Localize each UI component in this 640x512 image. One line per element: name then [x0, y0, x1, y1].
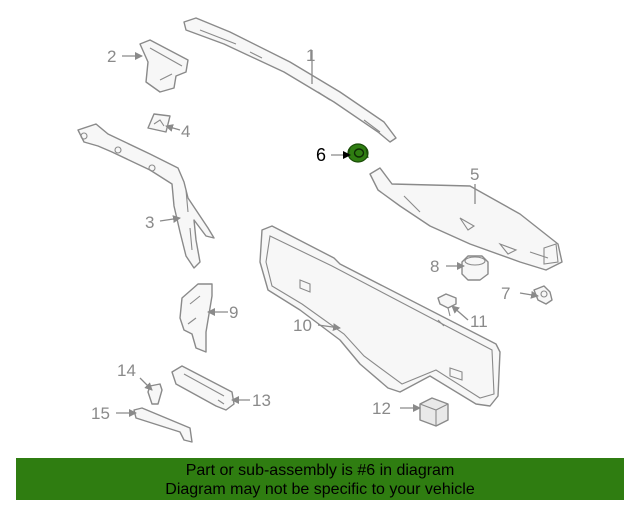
- callout-7: 7: [501, 284, 510, 303]
- callout-9: 9: [229, 303, 238, 322]
- callout-14: 14: [117, 361, 136, 380]
- part-6-clip-highlighted: [347, 143, 369, 163]
- callout-1: 1: [306, 46, 315, 65]
- part-9-vertical-trim: [179, 283, 213, 353]
- part-7-push-pin: [533, 285, 553, 305]
- part-4-clip: [147, 113, 171, 133]
- callout-6: 6: [316, 145, 326, 165]
- callout-11: 11: [470, 312, 488, 331]
- callout-4: 4: [181, 122, 190, 141]
- part-15-rod: [133, 407, 193, 443]
- callout-5: 5: [470, 165, 479, 184]
- part-10-liftgate-panel: [259, 225, 501, 407]
- callout-8: 8: [430, 257, 439, 276]
- part-1-upper-trim-strip: [183, 17, 397, 143]
- part-14-bolt: [147, 383, 163, 405]
- part-2-bracket: [139, 39, 189, 93]
- part-12-connector-block: [419, 397, 449, 427]
- part-3-side-bracket: [77, 123, 215, 269]
- banner-line-1: Part or sub-assembly is #6 in diagram: [185, 462, 455, 479]
- part-11-screw: [437, 293, 457, 317]
- callout-15: 15: [91, 404, 110, 423]
- part-8-grommet: [461, 255, 489, 281]
- callout-10: 10: [293, 316, 312, 335]
- callout-2: 2: [107, 47, 116, 66]
- part-5-trim-panel: [369, 167, 563, 271]
- banner-line-2: Diagram may not be specific to your vehi…: [165, 481, 475, 498]
- callout-13: 13: [252, 391, 271, 410]
- callout-3: 3: [145, 213, 154, 232]
- callout-12: 12: [372, 399, 391, 418]
- diagram-notice-banner: Part or sub-assembly is #6 in diagram Di…: [16, 458, 624, 500]
- part-13-bar-bracket: [171, 365, 235, 411]
